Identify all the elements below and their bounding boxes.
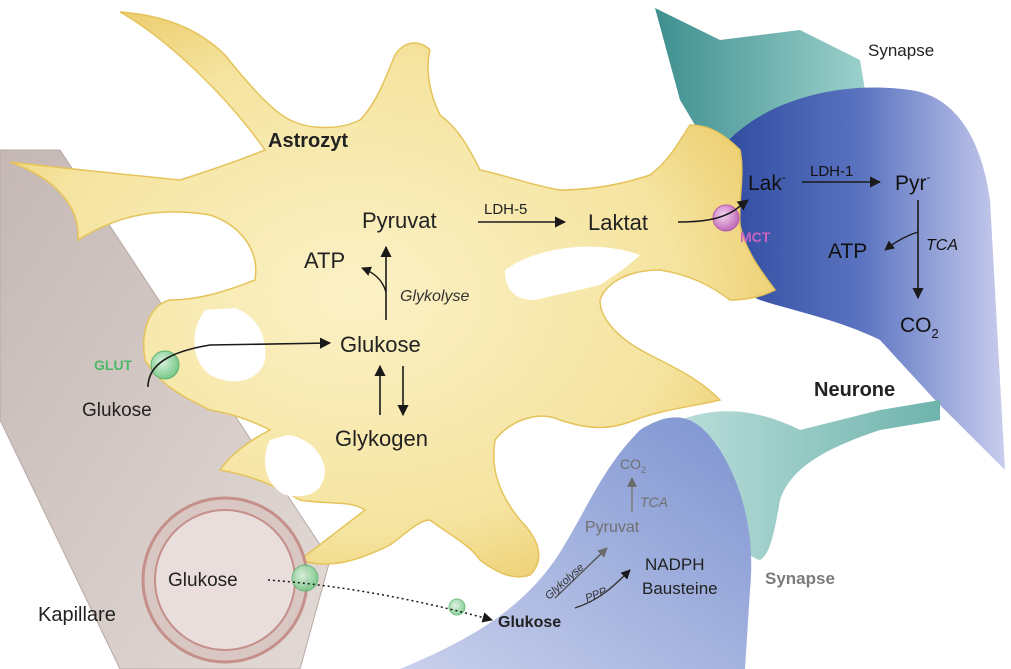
arrow-glut-to-glukose (147, 337, 332, 388)
astrocyte-gap-lower (265, 435, 325, 497)
pyruvat-astro-label: Pyruvat (362, 208, 437, 233)
tca-lower-label: TCA (640, 494, 668, 510)
glukose-astro-label: Glukose (340, 332, 421, 357)
glukose-in-label: Glukose (82, 400, 152, 421)
glut-transporter-icon (150, 350, 180, 380)
pyr-label: Pyr- (895, 170, 931, 195)
arrow-laktat-to-neuron (677, 199, 749, 223)
astrocyte-shape (9, 11, 777, 578)
atp-astro-label: ATP (304, 248, 345, 273)
bausteine-label: Bausteine (642, 579, 718, 598)
atp-neuron-label: ATP (828, 240, 867, 263)
pyruvat-lower-label: Pyruvat (585, 519, 640, 536)
synapse-bottom-label: Synapse (765, 569, 835, 588)
astrozyt-label: Astrozyt (268, 130, 348, 152)
synapse-top-label: Synapse (868, 41, 934, 60)
lower-transporter-icon (448, 598, 466, 616)
mct-label: MCT (740, 229, 771, 245)
arrow-lower-glykolyse (554, 547, 608, 599)
kapillare-label: Kapillare (38, 604, 116, 626)
ldh5-label: LDH-5 (484, 201, 527, 218)
lak-label: Lak- (748, 170, 786, 195)
neurone-label: Neurone (814, 379, 895, 401)
tca-neuron-label: TCA (926, 237, 958, 254)
astrocyte-gap-right (505, 246, 640, 300)
nadph-label: NADPH (645, 555, 705, 574)
co2-neuron-label: CO2 (900, 314, 939, 341)
laktat-label: Laktat (588, 210, 648, 235)
glykogen-label: Glykogen (335, 426, 428, 451)
neuron-lower-shape (400, 417, 752, 669)
co2-lower-label: CO2 (620, 456, 646, 475)
vessel-transporter-icon (291, 564, 319, 592)
glykolyse-astro-label: Glykolyse (400, 288, 469, 305)
ldh1-label: LDH-1 (810, 163, 853, 180)
arrow-to-atp-neuron (884, 231, 919, 251)
arrow-lower-ppp (574, 569, 631, 609)
arrow-to-atp-astro (361, 266, 387, 293)
glukose-lower-label: Glukose (498, 614, 561, 631)
glut-label: GLUT (94, 357, 133, 373)
glukose-vessel-label: Glukose (168, 570, 238, 591)
neuron-upper-shape (715, 87, 1005, 470)
